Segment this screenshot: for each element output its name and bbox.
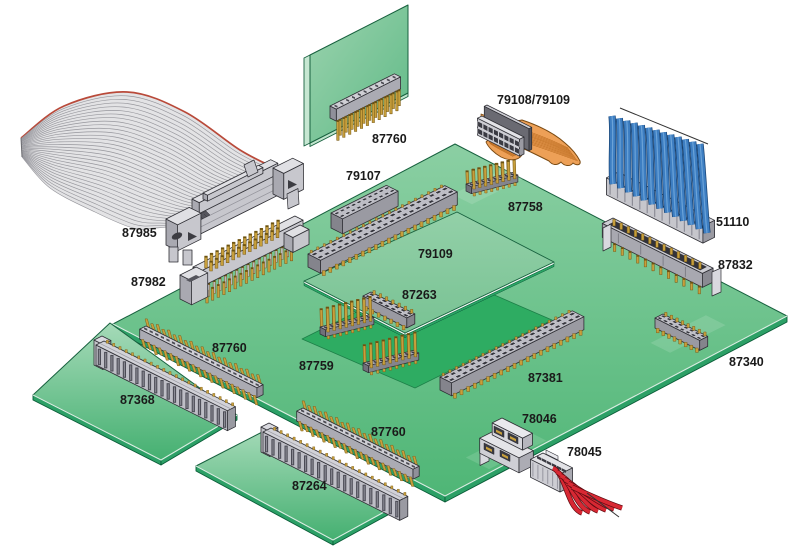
svg-text:78045: 78045 [567,445,602,459]
svg-text:79108/79109: 79108/79109 [497,93,570,107]
svg-text:87760: 87760 [371,425,406,439]
svg-text:87759: 87759 [299,359,334,373]
svg-text:87982: 87982 [131,275,166,289]
svg-text:87340: 87340 [729,355,764,369]
svg-text:79107: 79107 [346,169,381,183]
svg-text:87758: 87758 [508,200,543,214]
svg-text:87832: 87832 [718,258,753,272]
svg-text:51110: 51110 [716,215,749,229]
svg-text:87263: 87263 [402,288,437,302]
svg-text:87381: 87381 [528,371,563,385]
svg-text:87368: 87368 [120,393,155,407]
svg-text:87264: 87264 [292,479,327,493]
svg-text:87760: 87760 [372,132,407,146]
svg-text:78046: 78046 [522,412,557,426]
svg-text:87985: 87985 [122,226,157,240]
svg-text:79109: 79109 [418,247,453,261]
svg-text:87760: 87760 [212,341,247,355]
